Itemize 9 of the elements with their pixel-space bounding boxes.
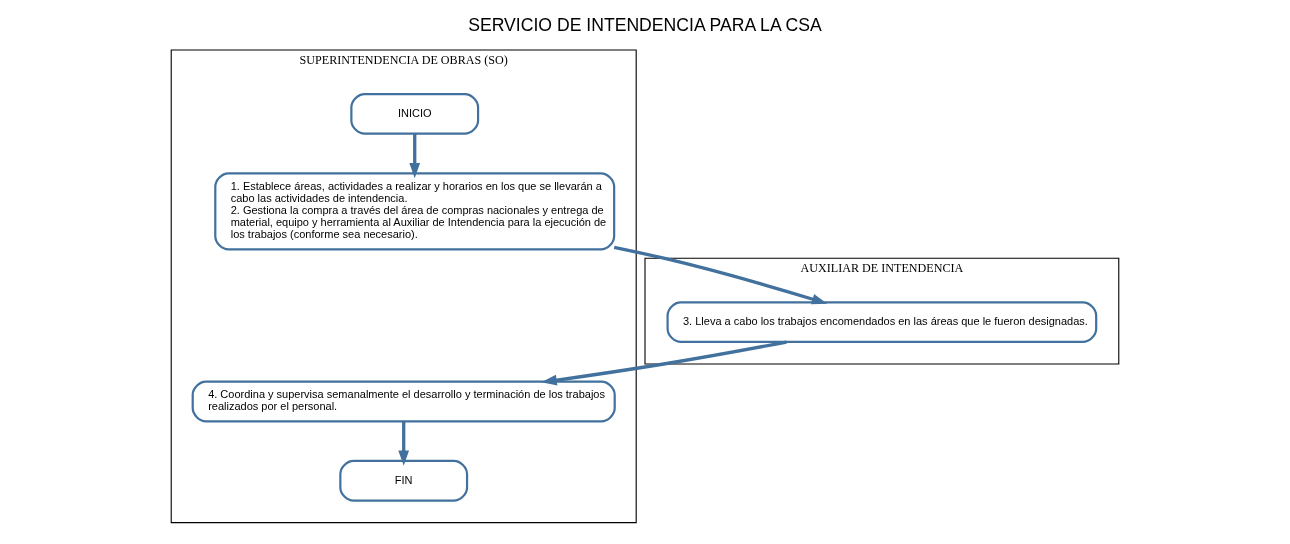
arrow — [398, 421, 410, 466]
node-box: INICIO — [350, 92, 480, 135]
arrow — [409, 133, 421, 179]
node-box: 1. Establece áreas, actividades a realizar y horarios en los que se llevarán a cabo las actividades de intendencia. 2. Gestiona la compra a través del área de compras nacionales y entrega de material, equipo y herramienta al Auxiliar de Intendencia para la ejecución de los trabajos (conforme sea necesario). — [214, 172, 616, 251]
node-box: FIN — [339, 459, 469, 502]
diagram-title: SERVICIO DE INTENDENCIA PARA LA CSA — [468, 15, 822, 36]
node-box: 4. Coordina y supervisa semanalmente el desarrollo y terminación de los trabajos realizados por el personal. — [191, 380, 616, 423]
node-box: 3. Lleva a cabo los trabajos encomendados en las áreas que le fueron designadas. — [666, 301, 1098, 344]
arrow — [613, 245, 828, 305]
